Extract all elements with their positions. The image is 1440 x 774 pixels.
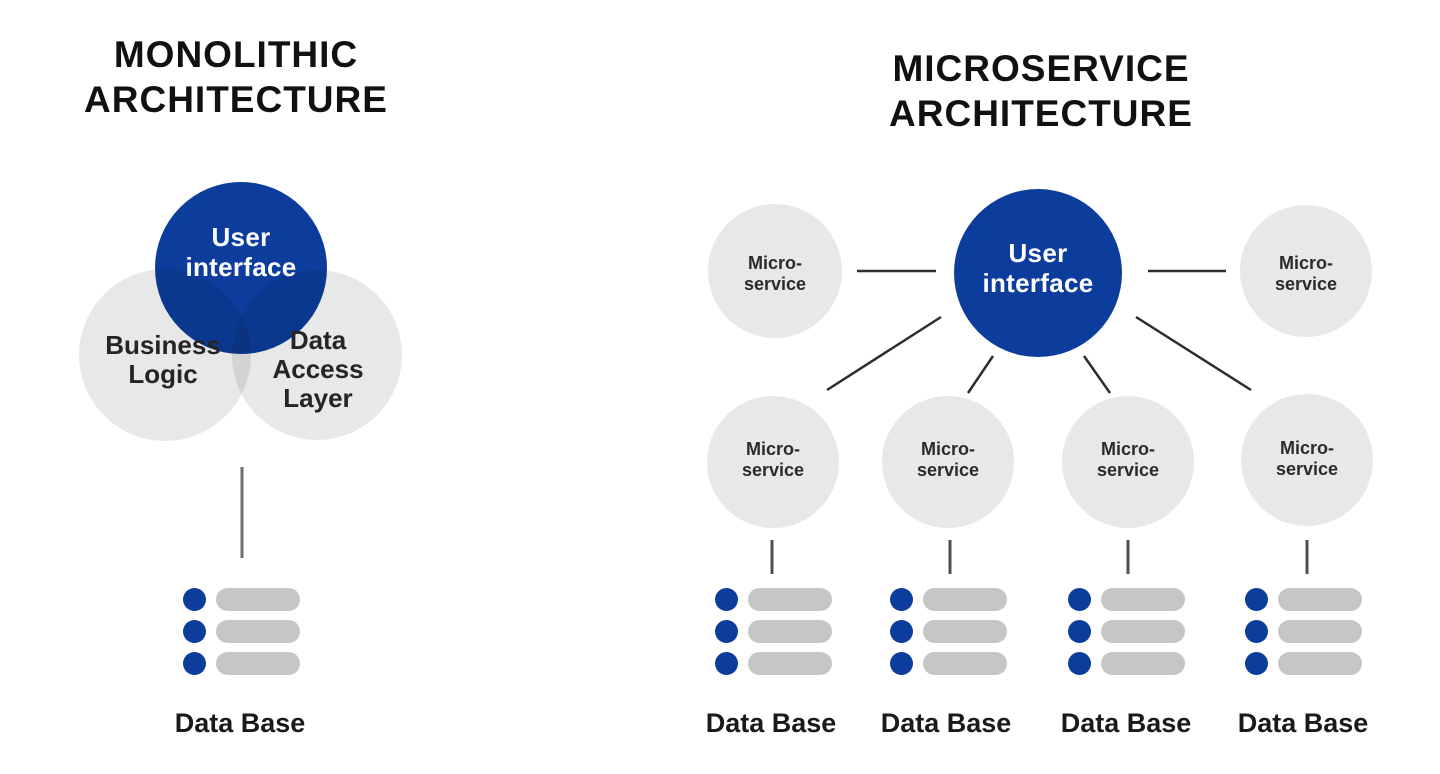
db-row: [1068, 652, 1185, 675]
db-row: [1245, 620, 1362, 643]
db-bar-icon: [216, 620, 300, 643]
microservice-label-bottom-1: Micro- service: [741, 439, 805, 480]
db-bar-icon: [1278, 620, 1362, 643]
db-dot-icon: [183, 620, 206, 643]
microservice-circle-bottom-3: [1062, 396, 1194, 528]
db-bar-icon: [1101, 620, 1185, 643]
db-dot-icon: [183, 588, 206, 611]
db-bar-icon: [1101, 652, 1185, 675]
link-bottom-inner-left-line: [966, 355, 995, 394]
db-bar-icon: [923, 620, 1007, 643]
db-row: [1068, 588, 1185, 611]
db-dot-icon: [1068, 588, 1091, 611]
db-row: [715, 588, 832, 611]
microservice-title-line2: ARCHITECTURE: [889, 93, 1193, 134]
db-dot-icon: [1068, 620, 1091, 643]
db-dot-icon: [1245, 620, 1268, 643]
link-bottom-far-left-line: [826, 315, 942, 392]
db-bar-icon: [748, 652, 832, 675]
user-interface-label-mono: User interface: [185, 222, 297, 282]
database-label-mono: Data Base: [174, 708, 306, 738]
link-bottom-far-right-line: [1135, 315, 1252, 392]
db-row: [183, 652, 300, 675]
monolithic-title-line2: ARCHITECTURE: [84, 79, 388, 120]
db-bar-icon: [1101, 588, 1185, 611]
user-interface-label-micro: User interface: [982, 238, 1094, 298]
microservice-label-top-left: Micro- service: [743, 253, 807, 294]
database-icon-1: [715, 588, 832, 675]
db-row: [1245, 652, 1362, 675]
db-row: [1068, 620, 1185, 643]
microservice-label-bottom-4: Micro- service: [1275, 438, 1339, 479]
microservice-label-bottom-2: Micro- service: [916, 439, 980, 480]
monolithic-title: MONOLITHIC ARCHITECTURE: [36, 32, 436, 122]
db-row: [1245, 588, 1362, 611]
db-row: [183, 620, 300, 643]
db-row: [715, 652, 832, 675]
db-dot-icon: [890, 652, 913, 675]
link-bottom-inner-right-line: [1082, 355, 1112, 394]
database-label-1: Data Base: [705, 708, 837, 738]
data-access-layer-label: Data Access Layer: [272, 325, 364, 413]
db-bar-icon: [1278, 588, 1362, 611]
microservice-label-bottom-3: Micro- service: [1096, 439, 1160, 480]
data-access-layer-circle: [232, 270, 402, 440]
microservice-circle-top-right: [1240, 205, 1372, 337]
db-dot-icon: [715, 652, 738, 675]
business-logic-circle: [79, 269, 251, 441]
database-icon-2: [890, 588, 1007, 675]
database-icon-4: [1245, 588, 1362, 675]
db-dot-icon: [1245, 588, 1268, 611]
db-dot-icon: [183, 652, 206, 675]
monolithic-title-line1: MONOLITHIC: [113, 34, 359, 75]
db-row: [890, 620, 1007, 643]
microservice-circle-top-left: [708, 204, 842, 338]
microservice-label-top-right: Micro- service: [1274, 253, 1338, 294]
microservice-circle-bottom-4: [1241, 394, 1373, 526]
db-row: [715, 620, 832, 643]
db-dot-icon: [890, 588, 913, 611]
db-row: [183, 588, 300, 611]
db-bar-icon: [748, 620, 832, 643]
db-dot-icon: [1068, 652, 1091, 675]
db-bar-icon: [216, 652, 300, 675]
db-bar-icon: [923, 652, 1007, 675]
db-bar-icon: [923, 588, 1007, 611]
microservice-circle-bottom-2: [882, 396, 1014, 528]
db-row: [890, 652, 1007, 675]
business-logic-label: Business Logic: [105, 330, 221, 389]
database-icon-3: [1068, 588, 1185, 675]
db-bar-icon: [216, 588, 300, 611]
user-interface-circle-micro: [954, 189, 1122, 357]
db-bar-icon: [748, 588, 832, 611]
db-dot-icon: [890, 620, 913, 643]
database-icon-mono: [183, 588, 300, 675]
database-label-4: Data Base: [1237, 708, 1369, 738]
db-dot-icon: [715, 620, 738, 643]
microservice-circle-bottom-1: [707, 396, 839, 528]
db-row: [890, 588, 1007, 611]
db-dot-icon: [1245, 652, 1268, 675]
db-bar-icon: [1278, 652, 1362, 675]
db-dot-icon: [715, 588, 738, 611]
microservice-title: MICROSERVICE ARCHITECTURE: [841, 46, 1241, 136]
database-label-3: Data Base: [1060, 708, 1192, 738]
database-label-2: Data Base: [880, 708, 1012, 738]
microservice-title-line1: MICROSERVICE: [892, 48, 1190, 89]
